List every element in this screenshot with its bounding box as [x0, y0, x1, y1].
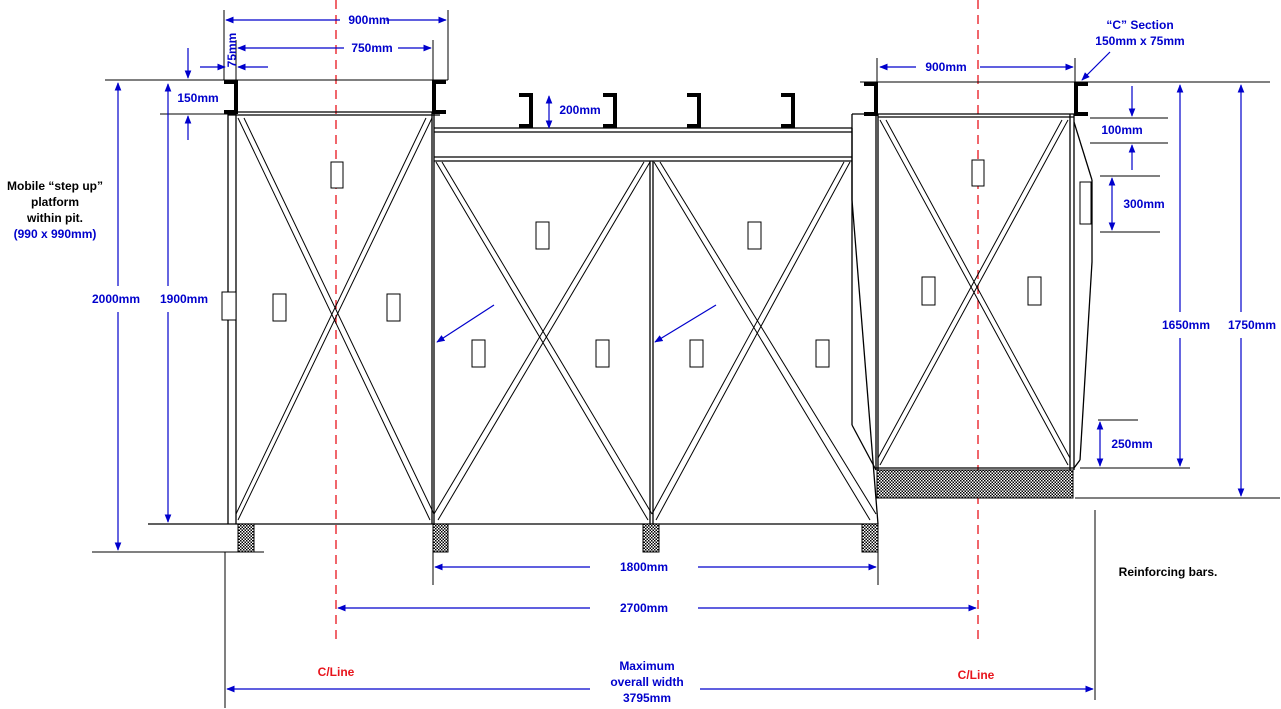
platform-label-line2: platform: [31, 195, 79, 209]
centre-line-label-right: C/Line: [958, 668, 995, 682]
dim-2000: 2000mm: [92, 292, 140, 306]
dim-1750: 1750mm: [1228, 318, 1276, 332]
middle-section-bracing: [433, 161, 877, 521]
c-section-channels: [224, 80, 1088, 128]
dim-1650: 1650mm: [1162, 318, 1210, 332]
hatched-footings: [237, 469, 1074, 553]
dim-250: 250mm: [1111, 437, 1152, 451]
dim-200: 200mm: [559, 103, 600, 117]
dim-75: 75mm: [225, 33, 239, 68]
right-section-frame: [851, 113, 1093, 471]
dim-900-top-left: 900mm: [348, 13, 389, 27]
dim-150: 150mm: [177, 91, 218, 105]
dim-1900: 1900mm: [160, 292, 208, 306]
c-section-label-line1: “C” Section: [1106, 18, 1173, 32]
platform-label-line1: Mobile “step up”: [7, 179, 103, 193]
main-frame: [148, 111, 879, 525]
frame-openings: [272, 159, 1042, 368]
dim-750: 750mm: [351, 41, 392, 55]
left-section-bracing: [235, 117, 435, 521]
c-section-label-line2: 150mm x 75mm: [1095, 34, 1184, 48]
max-width-line1: Maximum: [619, 659, 674, 673]
max-width-line2: overall width: [610, 675, 683, 689]
platform-label-line3: within pit.: [26, 211, 83, 225]
platform-label-line4: (990 x 990mm): [14, 227, 97, 241]
dimension-arrows: [114, 16, 1245, 693]
dim-2700: 2700mm: [620, 601, 668, 615]
dim-100: 100mm: [1101, 123, 1142, 137]
dim-1800: 1800mm: [620, 560, 668, 574]
extension-lines: [92, 10, 1280, 708]
dim-900-top-right: 900mm: [925, 60, 966, 74]
dim-300: 300mm: [1123, 197, 1164, 211]
centre-line-label-left: C/Line: [318, 665, 355, 679]
reinforcing-bars-label: Reinforcing bars.: [1119, 565, 1218, 579]
max-width-line3: 3795mm: [623, 691, 671, 705]
